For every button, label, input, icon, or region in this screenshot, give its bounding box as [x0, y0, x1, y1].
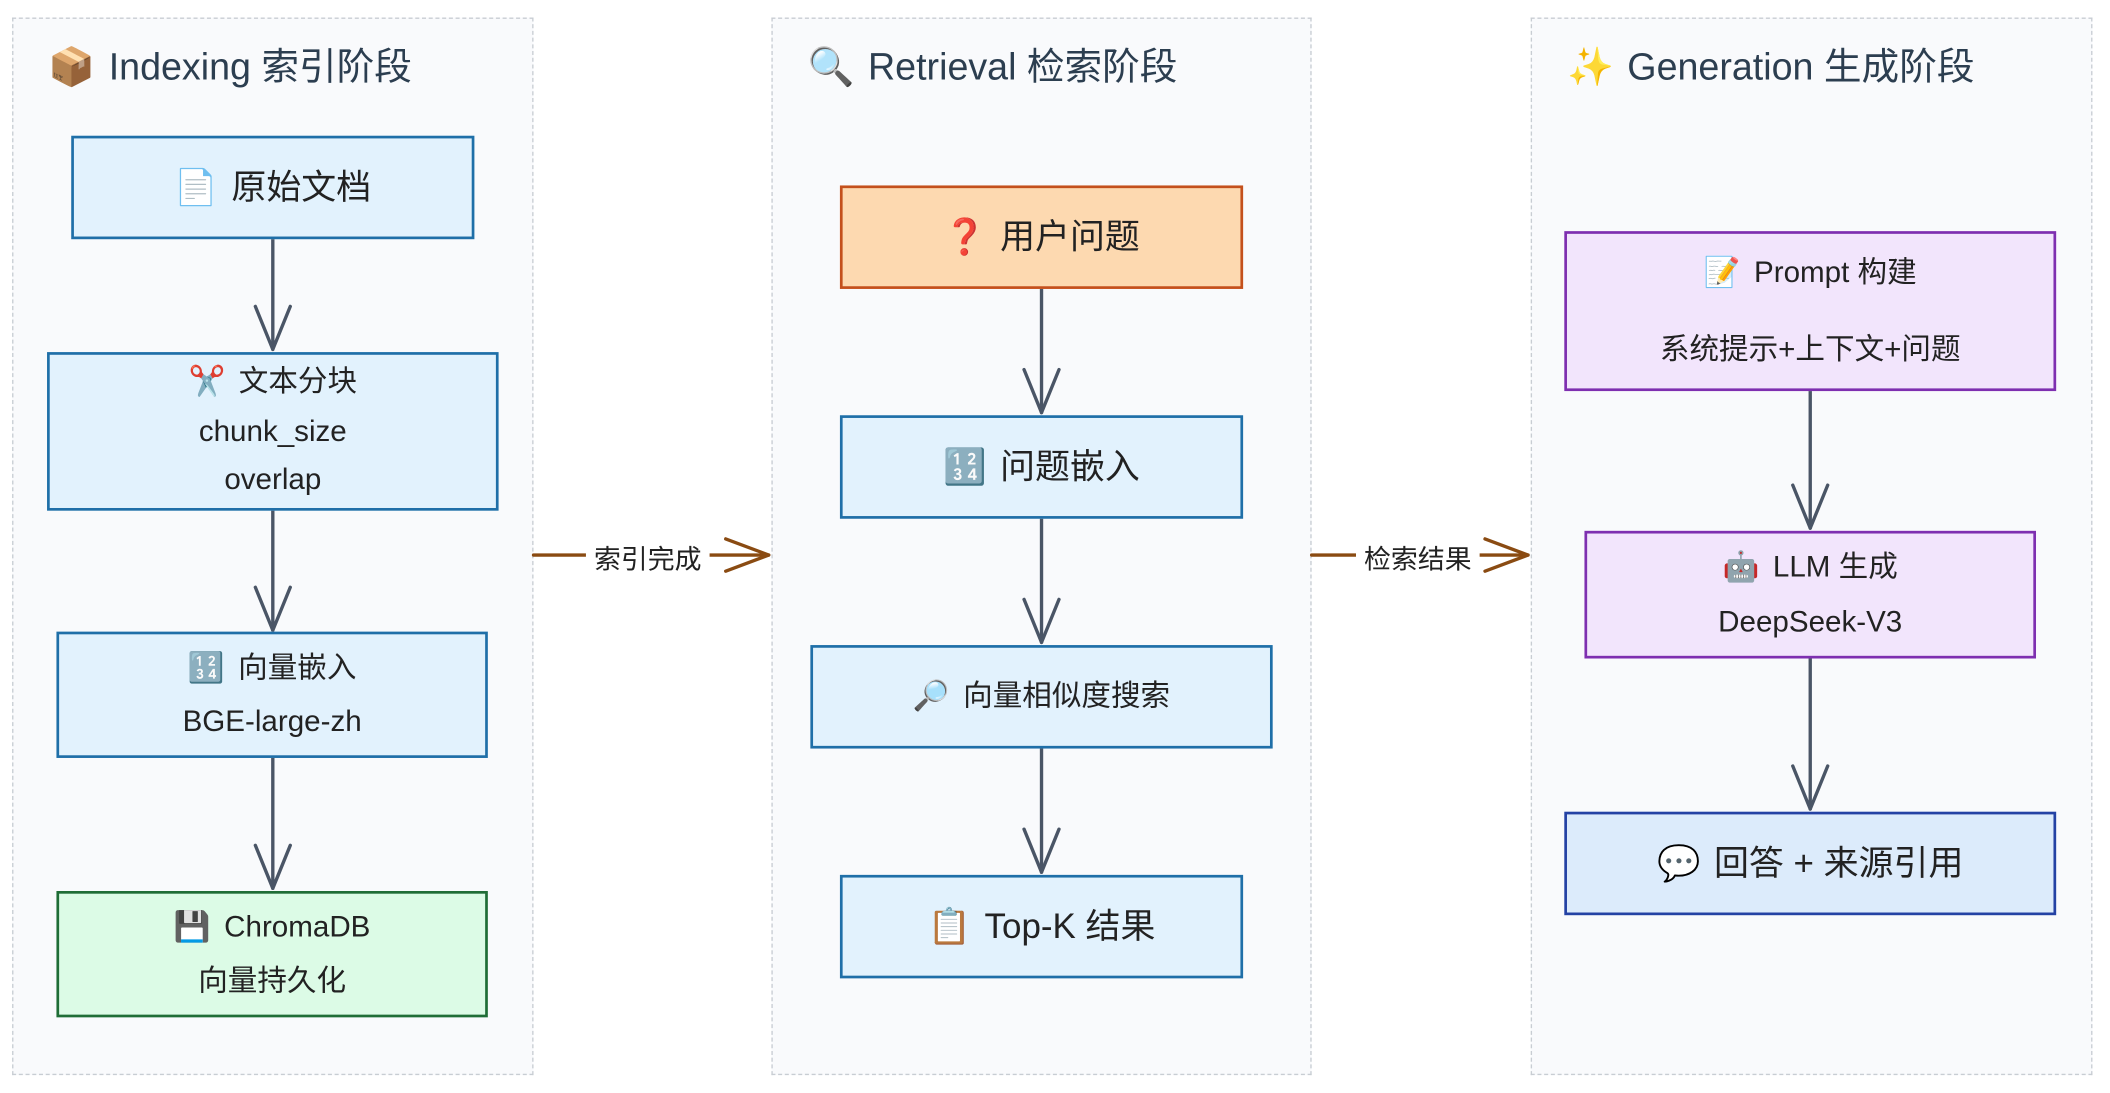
- topk-results-node[interactable]: 📋Top-K 结果: [839, 874, 1244, 979]
- magnifier-icon: 🔍: [807, 45, 855, 88]
- document-icon: 📄: [174, 166, 218, 207]
- arrowhead-indexing-to-retrieval: [724, 537, 771, 573]
- memo-icon: 📝: [1703, 255, 1741, 290]
- llm-generation-node[interactable]: 🤖LLM 生成 DeepSeek-V3: [1584, 530, 2037, 659]
- arrowhead-llm-to-answer: [1791, 764, 1830, 811]
- robot-icon: 🤖: [1722, 549, 1760, 584]
- numbers-icon: 🔢: [187, 649, 225, 684]
- arrowhead-prompt-to-llm: [1791, 483, 1830, 530]
- speech-bubble-icon: 💬: [1657, 842, 1701, 883]
- floppy-disk-icon: 💾: [173, 909, 211, 943]
- package-icon: 📦: [48, 45, 96, 88]
- text-chunking-node[interactable]: ✂️文本分块 chunk_size overlap: [47, 352, 499, 511]
- edge-label-retrieval-result: 检索结果: [1355, 537, 1480, 577]
- embedding-model-label: BGE-large-zh: [182, 704, 362, 738]
- user-question-node[interactable]: ❓用户问题: [839, 185, 1244, 289]
- arrowhead-embed-to-db: [253, 843, 292, 890]
- edge-label-index-done: 索引完成: [585, 537, 710, 577]
- vector-embedding-node[interactable]: 🔢向量嵌入 BGE-large-zh: [56, 631, 488, 758]
- question-mark-icon: ❓: [943, 216, 987, 257]
- similarity-search-node[interactable]: 🔎向量相似度搜索: [810, 645, 1273, 749]
- arrowhead-question-to-qembed: [1022, 367, 1061, 415]
- raw-documents-node[interactable]: 📄原始文档: [71, 135, 475, 240]
- overlap-label: overlap: [224, 462, 322, 497]
- generation-cluster-title: ✨Generation 生成阶段: [1566, 45, 1975, 88]
- chromadb-node[interactable]: 💾ChromaDB 向量持久化: [56, 891, 488, 1018]
- clipboard-icon: 📋: [927, 905, 972, 946]
- indexing-cluster-title: 📦Indexing 索引阶段: [48, 45, 412, 88]
- arrowhead-retrieval-to-generation: [1483, 537, 1530, 573]
- arrowhead-chunk-to-embed: [253, 585, 292, 632]
- answer-citation-node[interactable]: 💬回答 + 来源引用: [1564, 811, 2057, 916]
- persistence-label: 向量持久化: [198, 963, 347, 998]
- scissors-icon: ✂️: [188, 364, 226, 399]
- prompt-composition-label: 系统提示+上下文+问题: [1659, 331, 1961, 365]
- sparkles-icon: ✨: [1566, 45, 1614, 88]
- arrowhead-qembed-to-search: [1022, 597, 1061, 645]
- question-embedding-node[interactable]: 🔢问题嵌入: [839, 415, 1244, 519]
- arrowhead-raw-to-chunk: [253, 304, 292, 352]
- magnifier-icon: 🔎: [912, 679, 950, 713]
- prompt-build-node[interactable]: 📝Prompt 构建 系统提示+上下文+问题: [1564, 231, 2057, 392]
- chunk-size-label: chunk_size: [198, 413, 347, 448]
- retrieval-cluster-title: 🔍Retrieval 检索阶段: [807, 45, 1178, 88]
- arrowhead-search-to-topk: [1022, 827, 1061, 874]
- numbers-icon: 🔢: [943, 446, 987, 487]
- llm-model-label: DeepSeek-V3: [1718, 604, 1903, 638]
